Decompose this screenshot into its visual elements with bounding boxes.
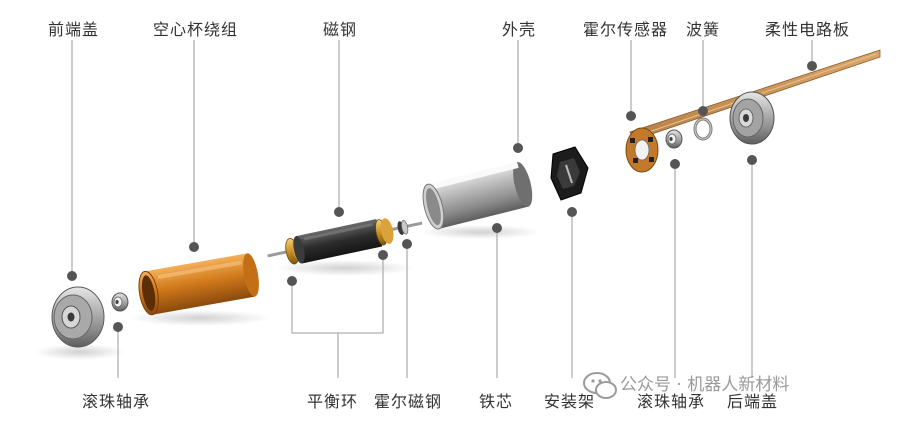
watermark: 公众号 · 机器人新材料 bbox=[620, 374, 789, 396]
dot-coreless-winding bbox=[189, 242, 199, 252]
shadow bbox=[420, 225, 540, 239]
label-ball-bearing-right: 滚珠轴承 bbox=[637, 392, 706, 411]
label-magnet: 磁钢 bbox=[323, 20, 358, 39]
label-hall-magnet: 霍尔磁钢 bbox=[374, 392, 443, 411]
dot-rear-cap bbox=[747, 155, 757, 165]
dot-balance-ring-left bbox=[287, 276, 297, 286]
shadow bbox=[130, 310, 270, 326]
label-coreless-winding: 空心杯绕组 bbox=[153, 20, 239, 39]
rear-cap bbox=[729, 91, 775, 145]
iron-core bbox=[422, 161, 533, 230]
dot-outer-shell bbox=[513, 143, 523, 153]
label-rear-cap: 后端盖 bbox=[727, 392, 779, 411]
dot-hall-sensor bbox=[626, 111, 636, 121]
coreless-winding bbox=[138, 253, 259, 316]
rotor-assembly bbox=[267, 218, 423, 265]
watermark-separator: · bbox=[676, 375, 682, 395]
label-ball-bearing-left: 滚珠轴承 bbox=[82, 392, 151, 411]
shadow bbox=[35, 344, 125, 360]
leader-dots bbox=[67, 61, 817, 332]
wechat-icon bbox=[583, 372, 617, 399]
dot-balance-ring-right bbox=[378, 250, 388, 260]
ball-bearing-left bbox=[111, 292, 129, 312]
dot-hall-magnet bbox=[402, 239, 412, 249]
mounting-bracket bbox=[550, 146, 589, 201]
label-hall-sensor: 霍尔传感器 bbox=[583, 20, 669, 39]
front-cap bbox=[51, 286, 105, 348]
shadow bbox=[275, 260, 415, 276]
hall-sensor bbox=[625, 127, 659, 173]
label-mounting-bracket: 安装架 bbox=[544, 392, 596, 411]
label-wave-spring: 波簧 bbox=[686, 20, 721, 39]
dot-front-cap bbox=[67, 271, 77, 281]
label-outer-shell: 外壳 bbox=[502, 20, 537, 39]
watermark-name: 机器人新材料 bbox=[687, 375, 790, 395]
ball-bearing-right bbox=[665, 129, 683, 149]
dot-flex-pcb bbox=[807, 61, 817, 71]
dot-wave-spring bbox=[698, 106, 708, 116]
dot-iron-core bbox=[492, 223, 502, 233]
label-front-cap: 前端盖 bbox=[48, 20, 100, 39]
watermark-prefix: 公众号 bbox=[620, 375, 671, 395]
label-balance-ring: 平衡环 bbox=[307, 392, 359, 411]
dot-magnet bbox=[334, 207, 344, 217]
label-flex-pcb: 柔性电路板 bbox=[765, 20, 851, 39]
label-iron-core: 铁芯 bbox=[479, 392, 514, 411]
dot-ball-bearing-left bbox=[113, 322, 123, 332]
dot-ball-bearing-right bbox=[670, 159, 680, 169]
dot-mounting-bracket bbox=[567, 207, 577, 217]
wave-spring bbox=[693, 117, 713, 141]
